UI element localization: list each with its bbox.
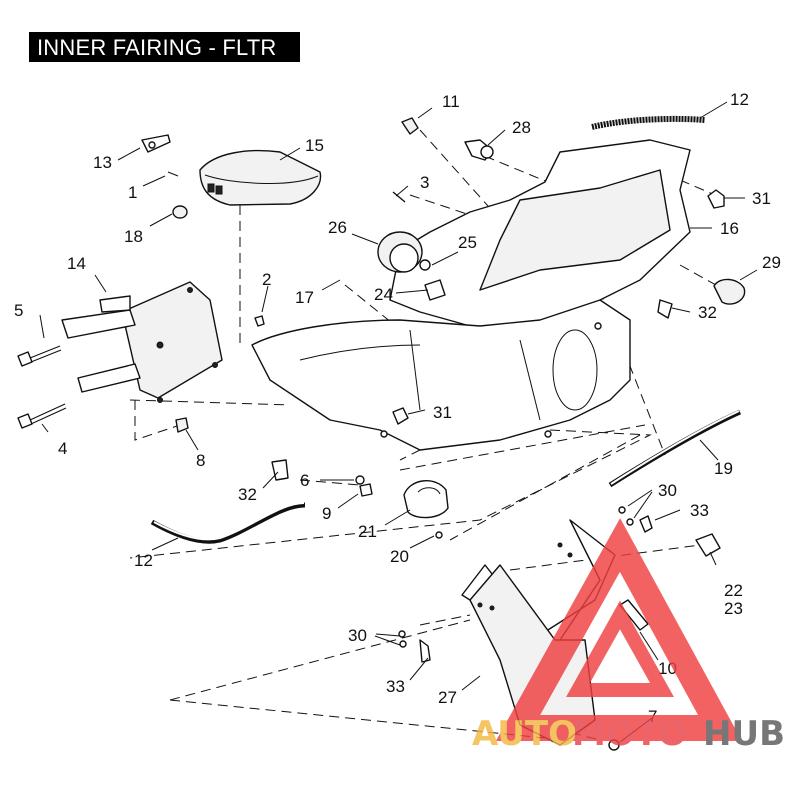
lower-edge-seal xyxy=(150,502,306,544)
callout-33-right: 33 xyxy=(690,501,709,520)
callout-29: 29 xyxy=(762,253,781,272)
callout-28: 28 xyxy=(512,118,531,137)
callout-5: 5 xyxy=(14,301,23,320)
callout-30-left: 30 xyxy=(348,626,367,645)
callout-14: 14 xyxy=(67,254,86,273)
callout-20: 20 xyxy=(390,547,409,566)
lower-edge-seal-inner xyxy=(153,502,305,541)
mounting-bracket xyxy=(61,281,223,403)
callout-21: 21 xyxy=(358,522,377,541)
trim-seal-inner xyxy=(610,410,740,485)
clip-32-left xyxy=(271,459,289,481)
switch-and-hardware xyxy=(398,506,721,751)
watermark-text-hub: HUB xyxy=(703,714,785,754)
callout-17: 17 xyxy=(295,288,314,307)
watermark-text-auto: AUTO xyxy=(472,714,577,754)
glove-box-door xyxy=(199,149,322,206)
callout-31-center: 31 xyxy=(433,403,452,422)
callout-33-left: 33 xyxy=(386,677,405,696)
clamp-assembly xyxy=(403,480,449,539)
callout-32-left: 32 xyxy=(238,485,257,504)
callout-31-right: 31 xyxy=(752,189,771,208)
hinge-and-hardware xyxy=(141,134,188,219)
bolts xyxy=(17,315,265,429)
leader-lines xyxy=(39,101,758,743)
callout-32-right: 32 xyxy=(698,303,717,322)
callout-15: 15 xyxy=(305,136,324,155)
small-hardware xyxy=(392,117,746,425)
watermark-logo: AUTO MOTO HUB xyxy=(472,518,785,754)
gauge-assembly xyxy=(377,231,446,301)
callout-16: 16 xyxy=(720,219,739,238)
upper-edge-seal xyxy=(591,115,706,130)
callout-12-top: 12 xyxy=(730,90,749,109)
callout-4: 4 xyxy=(58,439,67,458)
callout-3: 3 xyxy=(420,173,429,192)
watermark-triangle-outer xyxy=(495,518,742,741)
callout-18: 18 xyxy=(124,227,143,246)
callout-30-right: 30 xyxy=(658,481,677,500)
diagram-title: INNER FAIRING - FLTR xyxy=(37,35,277,60)
callout-8: 8 xyxy=(196,451,205,470)
inner-fairing-body xyxy=(251,139,691,451)
watermark-text-moto: MOTO xyxy=(572,714,687,754)
clip-32-right xyxy=(657,299,673,319)
callout-25: 25 xyxy=(458,233,477,252)
callout-9: 9 xyxy=(322,504,331,523)
callout-1: 1 xyxy=(128,183,137,202)
watermark-triangle-inner xyxy=(566,600,674,697)
nuts-washers xyxy=(175,417,373,497)
title-banner: INNER FAIRING - FLTR xyxy=(29,32,300,62)
callout-6: 6 xyxy=(300,471,309,490)
callout-26: 26 xyxy=(328,218,347,237)
callout-23: 23 xyxy=(724,599,743,618)
callout-27: 27 xyxy=(438,688,457,707)
callout-12-bottom: 12 xyxy=(134,551,153,570)
callout-2: 2 xyxy=(262,270,271,289)
callout-19: 19 xyxy=(714,459,733,478)
callout-11: 11 xyxy=(442,92,460,111)
callout-24: 24 xyxy=(374,285,393,304)
callout-13: 13 xyxy=(93,153,112,172)
callout-22: 22 xyxy=(724,581,743,600)
